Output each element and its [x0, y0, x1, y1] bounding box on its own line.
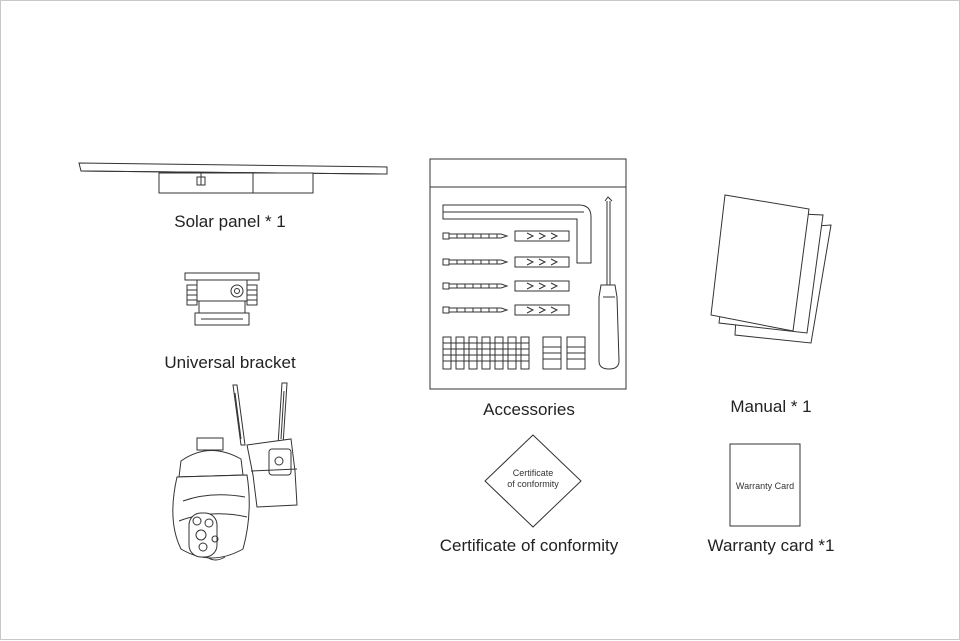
warranty-card-illustration	[729, 443, 801, 527]
warranty-label: Warranty card *1	[707, 536, 835, 555]
accessories-illustration	[429, 158, 627, 390]
certificate-label: Certificate of conformity	[439, 536, 619, 555]
bracket-label: Universal bracket	[164, 353, 296, 372]
warranty-card-text: Warranty Card	[735, 481, 795, 491]
manual-label: Manual * 1	[730, 397, 812, 416]
certificate-illustration	[484, 434, 582, 528]
certificate-card-line1: Certificate	[512, 468, 554, 478]
accessories-label: Accessories	[483, 400, 575, 419]
solar-panel-illustration	[78, 162, 388, 194]
certificate-card-line2: of conformity	[507, 479, 559, 489]
certificate-card-text: Certificate of conformity	[507, 468, 559, 490]
small-screws	[442, 336, 530, 370]
solar-panel-label: Solar panel * 1	[174, 212, 286, 231]
manual-illustration	[710, 194, 832, 344]
bracket-illustration	[184, 272, 260, 326]
camera-illustration	[172, 382, 298, 561]
